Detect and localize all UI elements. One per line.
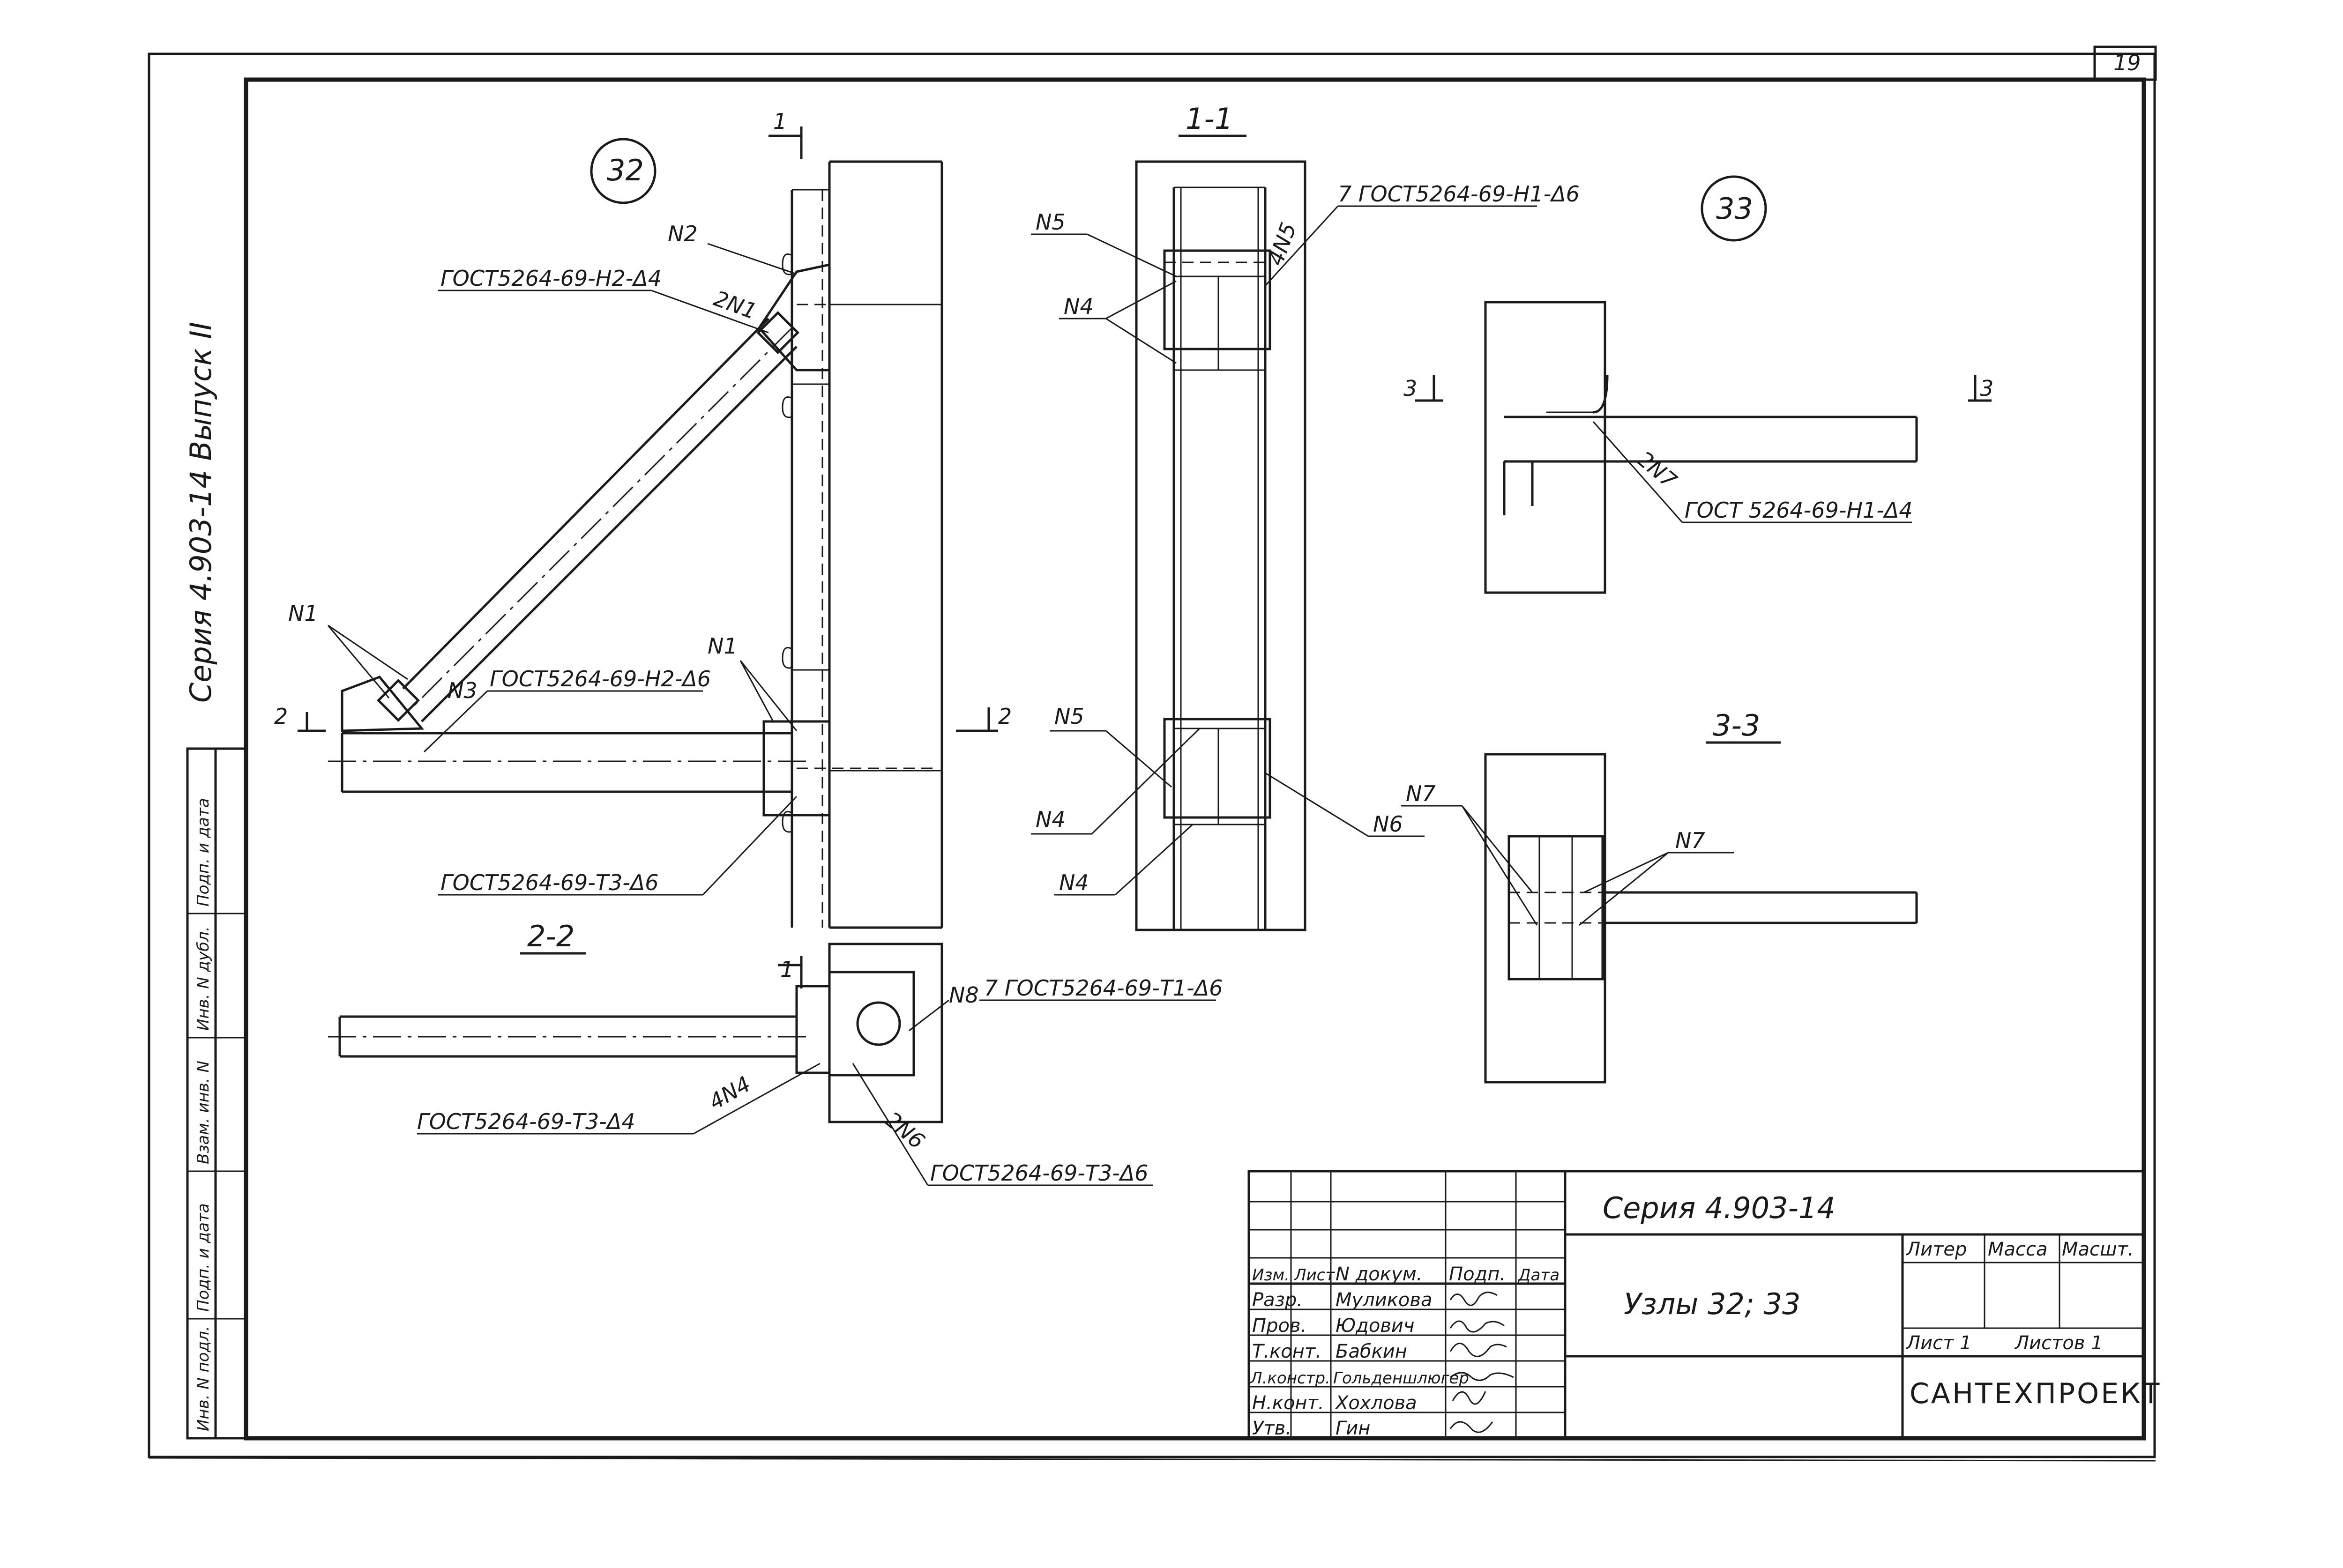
cut-1-bottom: 1 [780, 957, 794, 982]
cut-3-right: 3 [1980, 376, 1993, 401]
section-2-2-title: 2-2 [527, 919, 575, 953]
tb-row-role: Н.конт. [1252, 1392, 1324, 1414]
section-3-3-view: 3-3 N7 N7 [1401, 708, 1918, 1084]
weld-note-t3-d6-b: ГОСТ5264-69-Т3-Δ6 [930, 1160, 1149, 1186]
tb-row-role: Разр. [1252, 1289, 1303, 1311]
section-3-3-title: 3-3 [1713, 708, 1760, 743]
tb-row-name: Гольденшлюгер [1333, 1369, 1469, 1388]
side-col-inv-dubl: Инв. N дубл. [194, 926, 213, 1031]
tb-listov: Листов 1 [2014, 1332, 2103, 1354]
weld-note-3-3: ГОСТ 5264-69-Н1-Δ4 [1685, 498, 1913, 523]
section-2-2-view: 2-2 1 N8 7 ГОСТ5264-69-Т1-Δ6 ГОСТ5264-69… [328, 919, 1223, 1186]
label-n2: N2 [668, 221, 698, 246]
side-col-podp-data-2: Подп. и дата [194, 798, 213, 907]
tb-header-izm: Изм. [1252, 1266, 1290, 1285]
sheet-number: 19 [2113, 50, 2141, 75]
label-n1-left: N1 [288, 601, 318, 626]
tb-masshtab: Масшт. [2062, 1239, 2134, 1260]
node-32-view: 32 [274, 109, 1012, 929]
label-n6: N6 [1373, 811, 1403, 837]
cut-2-left: 2 [274, 704, 288, 729]
label-n7-left: N7 [1406, 781, 1436, 806]
tb-series: Серия 4.903-14 [1603, 1191, 1836, 1225]
title-block: Изм. Лист N докум. Подп. Дата Разр. Мули… [1247, 1170, 2161, 1440]
label-2n1: 2N1 [710, 286, 760, 325]
tb-row-name: Гин [1336, 1418, 1370, 1439]
weld-note-t3-d4: ГОСТ5264-69-Т3-Δ4 [417, 1109, 635, 1134]
label-n4-mid: N4 [1036, 807, 1066, 832]
weld-note-1-1: 7 ГОСТ5264-69-Н1-Δ6 [1338, 181, 1580, 207]
node-33-number: 33 [1716, 192, 1753, 226]
tb-row-role: Л.констр. [1249, 1369, 1330, 1388]
tb-massa: Масса [1988, 1239, 2048, 1260]
label-n3: N3 [448, 678, 478, 703]
sheet-frame: 19 [148, 45, 2157, 1462]
tb-row-role: Пров. [1252, 1315, 1306, 1337]
tb-row-name: Муликова [1336, 1289, 1432, 1311]
tb-header-doc: N докум. [1336, 1263, 1423, 1285]
node-32-number: 32 [607, 153, 644, 187]
side-strip: Серия 4.903-14 Выпуск II Инв. N подл. По… [184, 322, 247, 1440]
weld-note-n2: ГОСТ5264-69-Н2-Δ4 [440, 266, 662, 291]
weld-note-n3: ГОСТ5264-69-Н2-Δ6 [490, 666, 711, 691]
side-title: Серия 4.903-14 Выпуск II [184, 322, 218, 703]
node-33-view: 33 3 3 2N7 ГОСТ 5264-69-Н1-Δ4 [1403, 175, 1993, 594]
tb-header-list: Лист [1293, 1266, 1335, 1285]
label-n4-bottom: N4 [1059, 870, 1089, 895]
tb-row-name: Бабкин [1336, 1341, 1407, 1362]
label-n8: N8 [949, 982, 979, 1008]
cut-2-right: 2 [998, 704, 1012, 729]
cut-3-left: 3 [1403, 376, 1417, 401]
label-n1-right: N1 [708, 633, 738, 659]
tb-title: Узлы 32; 33 [1624, 1287, 1800, 1321]
side-col-vzam-inv: Взам. инв. N [194, 1061, 213, 1164]
label-n5-bottom: N5 [1054, 704, 1084, 729]
tb-litera: Литер [1905, 1239, 1967, 1260]
label-4n5: 4N5 [1263, 219, 1302, 269]
tb-organization: САНТЕХПРОЕКТ [1910, 1377, 2161, 1410]
tb-list: Лист 1 [1905, 1332, 1972, 1354]
side-col-inv-podl: Инв. N подл. [194, 1326, 213, 1431]
tb-header-podp: Подп. [1449, 1263, 1506, 1285]
section-1-1-title: 1-1 [1186, 102, 1233, 136]
tb-row-role: Т.конт. [1252, 1341, 1321, 1362]
tb-row-name: Юдович [1336, 1315, 1415, 1337]
signatures [1449, 1292, 1514, 1433]
label-n7-right: N7 [1675, 828, 1705, 853]
tb-row-name: Хохлова [1335, 1392, 1417, 1414]
weld-note-t3-d6-a: ГОСТ5264-69-Т3-Δ6 [440, 870, 659, 895]
label-4n4: 4N4 [705, 1071, 755, 1115]
section-1-1-view: 1-1 N5 N4 7 ГОСТ5264-69-Н1-Δ6 4N5 N5 N4 [1031, 102, 1580, 931]
cut-1-top: 1 [773, 109, 787, 134]
weld-note-n8: 7 ГОСТ5264-69-Т1-Δ6 [984, 975, 1223, 1001]
tb-row-role: Утв. [1252, 1418, 1291, 1439]
side-col-podp-data-1: Подп. и дата [194, 1203, 213, 1312]
tb-header-date: Дата [1517, 1266, 1560, 1285]
label-2n7: 2N7 [1632, 446, 1682, 493]
label-n5-top: N5 [1036, 209, 1066, 235]
label-n4-top: N4 [1064, 294, 1094, 319]
